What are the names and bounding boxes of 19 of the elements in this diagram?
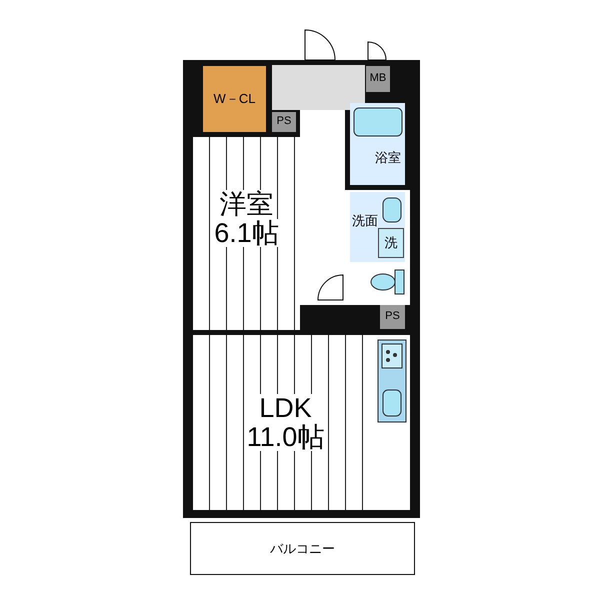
balcony <box>190 522 415 575</box>
room-name: 洗面 <box>352 214 378 228</box>
room-name: 洋室 <box>220 190 274 218</box>
room-name: 浴室 <box>375 151 401 165</box>
pipe-space <box>272 112 296 132</box>
room-name: PS <box>276 116 292 128</box>
room-name: LDK <box>259 394 312 422</box>
room-size: 6.1帖 <box>214 218 279 247</box>
meter-box <box>366 66 390 92</box>
room-name: PS <box>385 311 400 323</box>
room-name: W－CL <box>214 92 256 106</box>
pipe-space <box>380 305 405 329</box>
room-name: バルコニー <box>270 542 335 556</box>
room-size: 11.0帖 <box>246 422 324 451</box>
closet-room <box>203 66 266 132</box>
bedroom <box>193 137 300 330</box>
room-name: 洗 <box>384 236 398 250</box>
room-name: MB <box>370 73 386 85</box>
washer-space <box>378 228 404 258</box>
